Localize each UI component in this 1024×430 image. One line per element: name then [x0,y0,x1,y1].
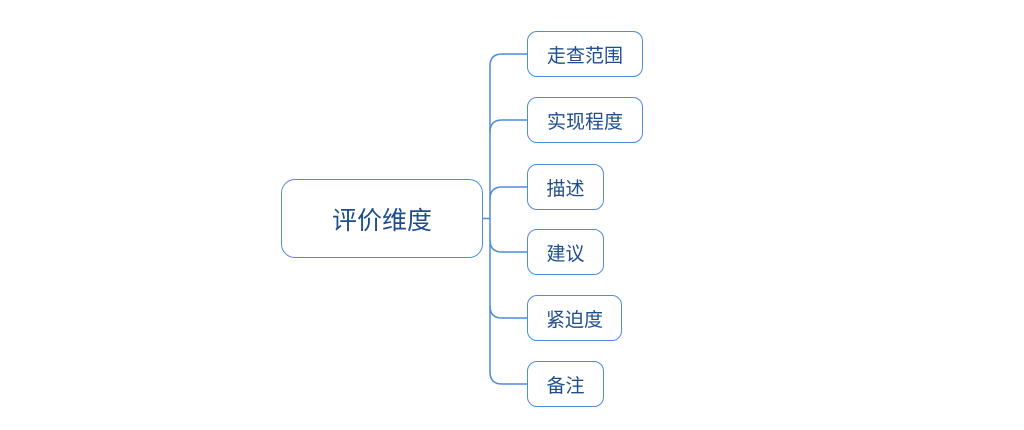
mindmap-node-remarks[interactable]: 备注 [527,361,604,407]
connector-branch-4 [489,239,528,253]
mindmap-root-node[interactable]: 评价维度 [281,179,483,258]
mindmap-node-walkthrough-scope[interactable]: 走查范围 [527,31,643,77]
mindmap-node-urgency[interactable]: 紧迫度 [527,295,622,341]
connector-branch-6 [489,371,528,385]
mindmap-node-suggestion[interactable]: 建议 [527,229,604,275]
node-label: 紧迫度 [545,309,603,331]
node-label: 评价维度 [331,206,432,235]
mindmap-node-implementation-degree[interactable]: 实现程度 [527,97,643,143]
node-label: 备注 [546,375,585,397]
connector-branch-2 [489,119,528,133]
node-label: 描述 [546,178,585,200]
connector-branch-1 [489,53,528,67]
connector-branch-5 [489,305,528,319]
node-label: 走查范围 [546,45,623,67]
mindmap-node-description[interactable]: 描述 [527,164,604,210]
connector-branch-3 [489,186,528,200]
node-label: 实现程度 [546,111,623,133]
node-label: 建议 [546,243,585,265]
